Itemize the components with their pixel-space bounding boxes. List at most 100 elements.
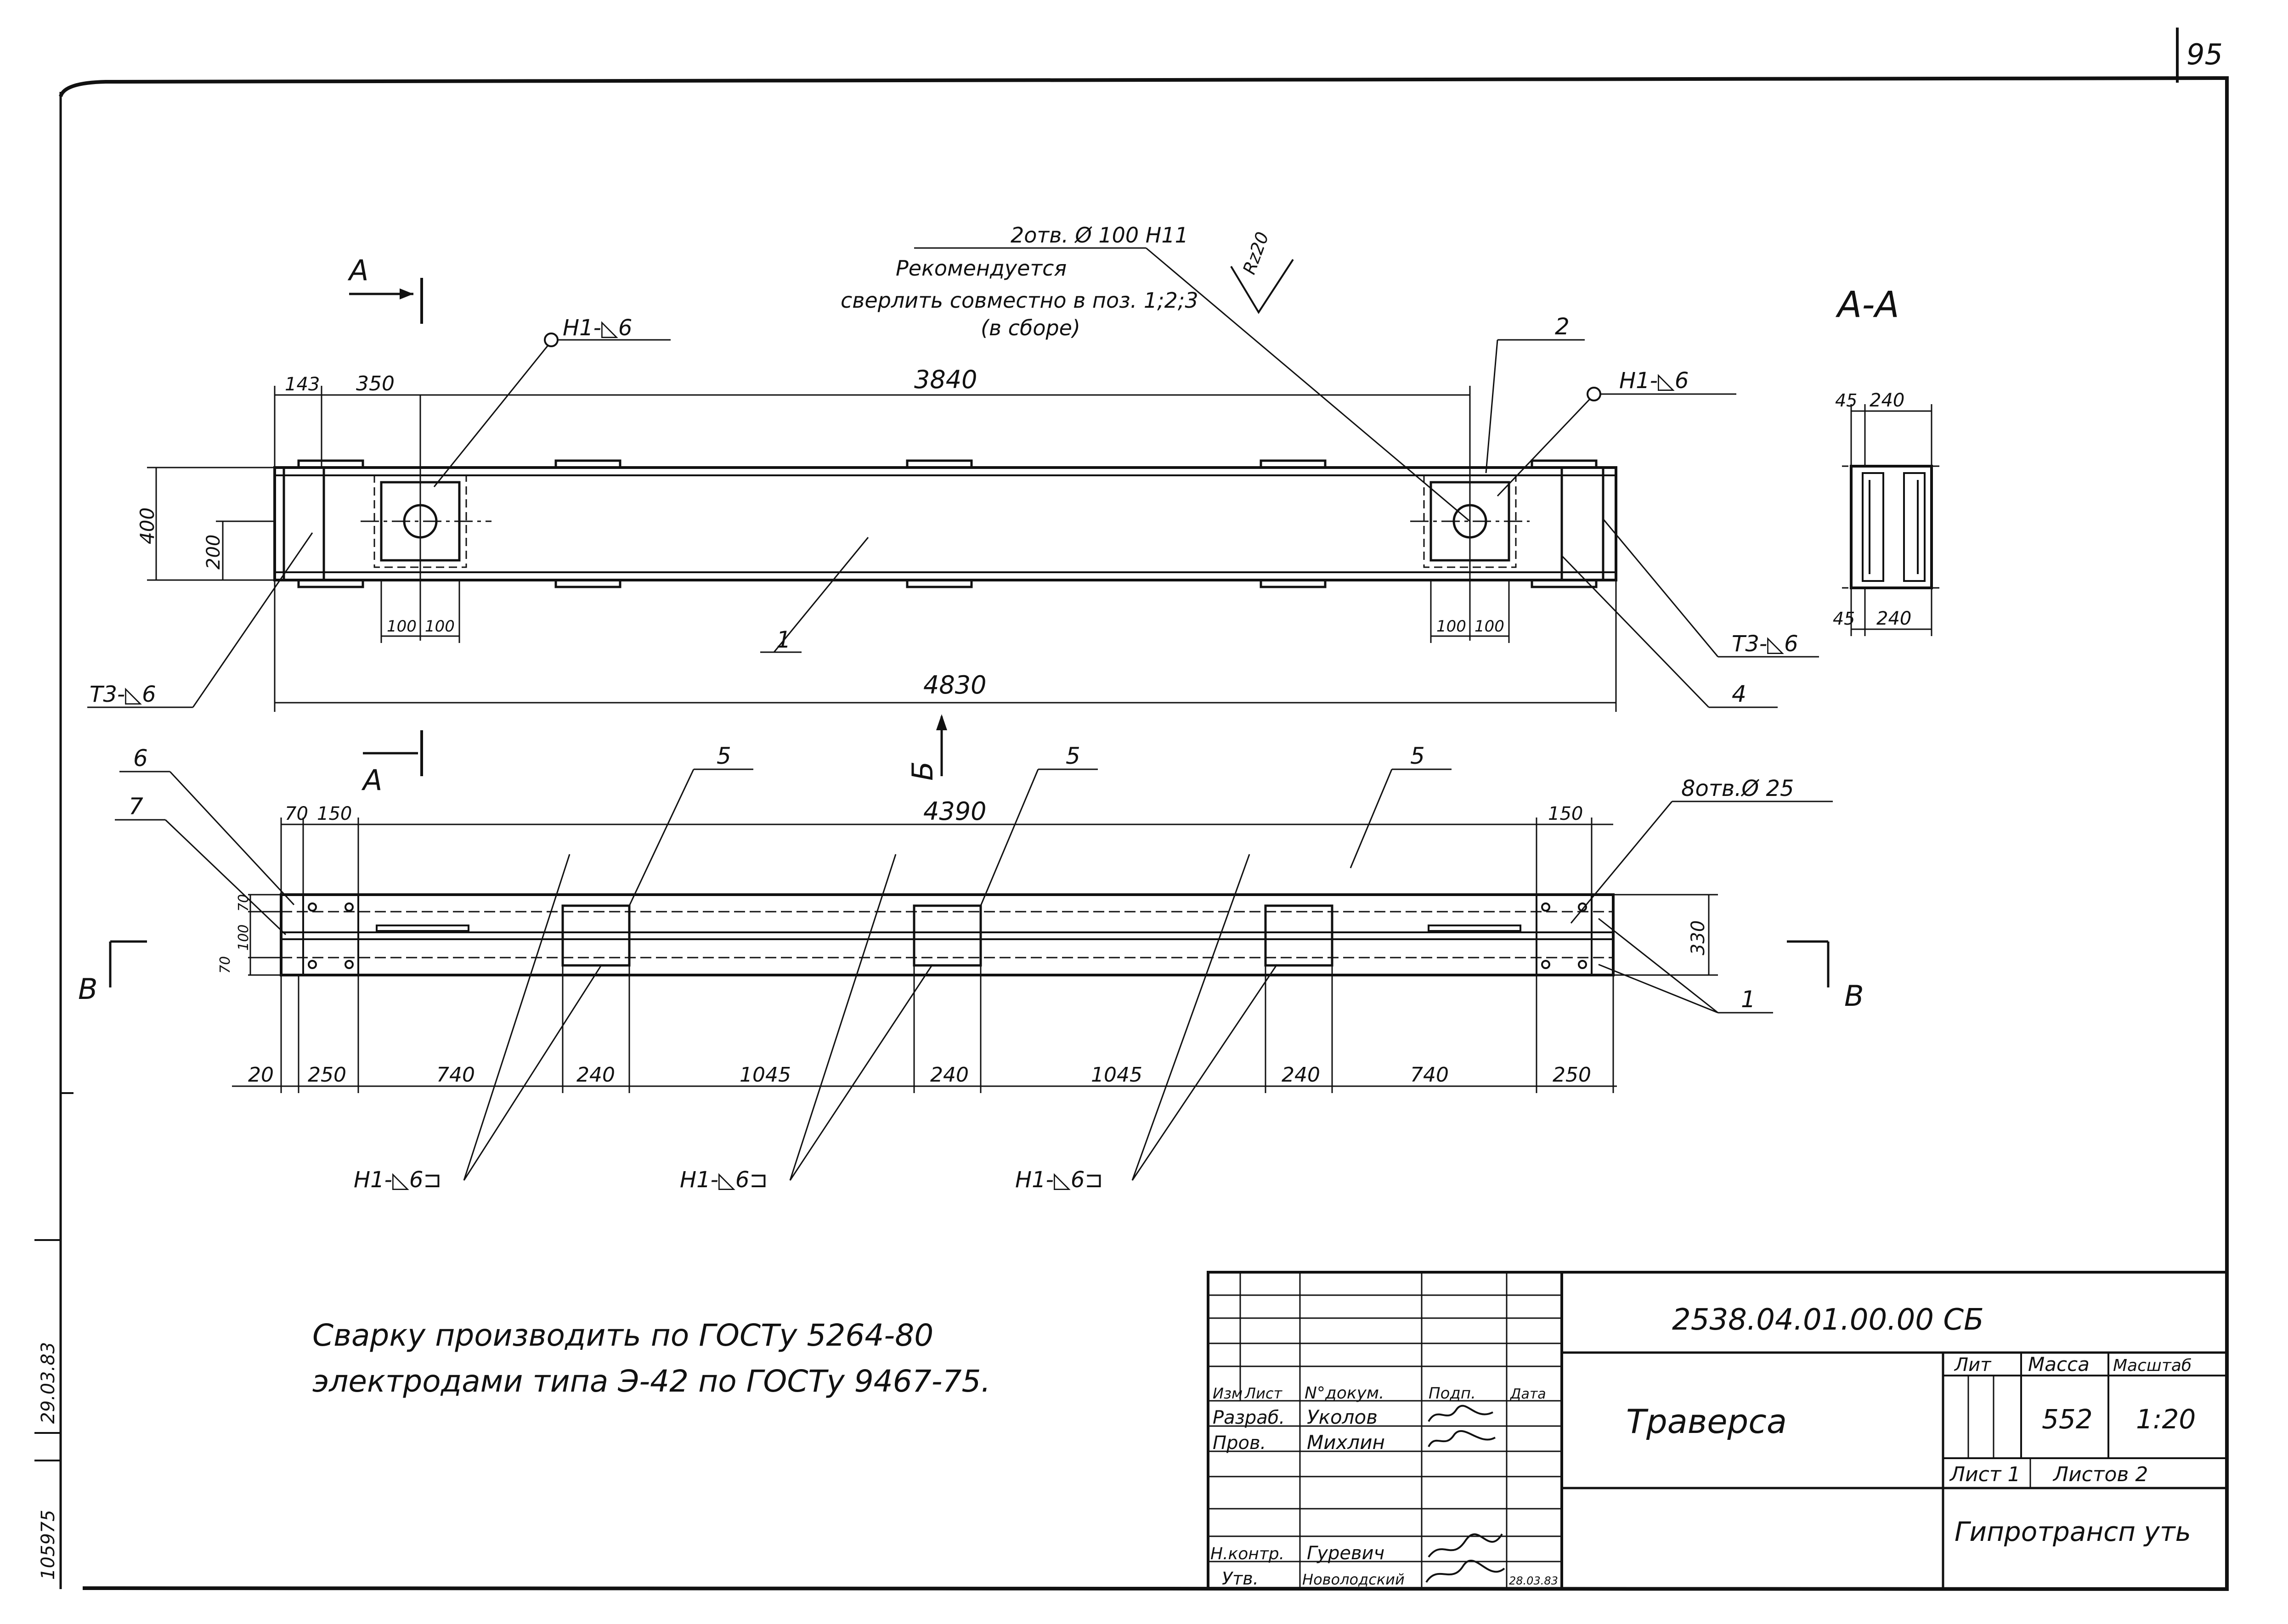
tb-organization: Гипротрансп уть <box>1955 1516 2191 1547</box>
section-title: А-А <box>1835 284 1899 326</box>
aa-dim-top-240: 240 <box>1870 390 1904 411</box>
weld-end-left: Т3-◺6 <box>90 682 156 707</box>
dim-240-3: 240 <box>1282 1063 1320 1087</box>
tb-name-norm: Гуревич <box>1307 1543 1384 1564</box>
bottom-view: 70 150 4390 150 330 70 100 70 20 250 740… <box>115 743 1833 1193</box>
dim-200: 200 <box>203 535 224 570</box>
drill-note-1: Рекомендуется <box>896 256 1067 281</box>
title-block: 2538.04.01.00.00 СБ Траверса Гипротрансп… <box>1207 1271 2228 1590</box>
dim-20: 20 <box>248 1063 274 1087</box>
tb-name: Траверса <box>1626 1402 1787 1441</box>
dim-v70a: 70 <box>236 894 252 912</box>
dim-400: 400 <box>136 508 158 544</box>
drill-note-2: сверлить совместно в поз. 1;2;3 <box>841 288 1198 313</box>
stiffener-1 <box>561 904 631 967</box>
part-1-label-top: 1 <box>776 626 791 653</box>
weld-end-right: Т3-◺6 <box>1732 631 1798 657</box>
note-line-1: Сварку производить по ГОСТу 5264-80 <box>312 1318 933 1353</box>
stiffener-3 <box>1264 904 1333 967</box>
dim-250-left: 250 <box>308 1063 346 1087</box>
section-v-left: В <box>78 972 98 1006</box>
tb-mass: 552 <box>2042 1404 2093 1435</box>
part-1-label-bottom: 1 <box>1741 986 1756 1013</box>
dim-70: 70 <box>285 803 308 824</box>
sheet-frame <box>59 28 2229 1591</box>
tb-col-date: Дата <box>1509 1386 1546 1402</box>
beam-outline-bottom <box>280 893 1615 976</box>
signature-appr <box>1425 1559 1505 1583</box>
aa-dim-top-45: 45 <box>1835 390 1857 411</box>
weld-label-left: Н1-◺6 <box>563 315 632 341</box>
dim-143: 143 <box>285 374 320 395</box>
dim-right-100b: 100 <box>1474 617 1504 636</box>
section-a-a: А-А 45 240 45 240 <box>1833 284 1943 636</box>
stiffener-2 <box>913 904 982 967</box>
tb-col-sign: Подп. <box>1429 1384 1476 1403</box>
holes-note-top: 2отв. Ø 100 Н11 <box>1011 223 1188 248</box>
welding-note: Сварку производить по ГОСТу 5264-80 элек… <box>312 1318 991 1399</box>
dim-240-1: 240 <box>576 1063 615 1087</box>
tb-hdr-mass: Масса <box>2028 1353 2090 1376</box>
beam-outline-top <box>273 466 1617 581</box>
weld-label-right: Н1-◺6 <box>1619 368 1689 394</box>
signature-norm <box>1428 1533 1503 1558</box>
drill-note-3: (в сборе) <box>981 316 1080 340</box>
tb-col-doc: N°докум. <box>1305 1384 1384 1403</box>
tb-designation: 2538.04.01.00.00 СБ <box>1672 1303 1984 1337</box>
part-2-label: 2 <box>1555 313 1570 340</box>
dim-350: 350 <box>356 372 395 395</box>
section-a-top: А <box>347 254 368 287</box>
margin-date: 29.03.83 <box>38 1342 59 1424</box>
dim-330: 330 <box>1688 920 1709 955</box>
dim-150-left: 150 <box>317 803 352 824</box>
signature-check <box>1428 1430 1496 1447</box>
dim-4390: 4390 <box>923 797 986 826</box>
tb-col-izm: Изм <box>1213 1385 1243 1402</box>
section-v-right: В <box>1844 979 1864 1013</box>
part-5b-label: 5 <box>1066 743 1080 769</box>
dim-v100: 100 <box>236 925 252 951</box>
part-5a-label: 5 <box>717 743 731 769</box>
dim-740-right: 740 <box>1410 1063 1449 1087</box>
tb-hdr-scale: Масштаб <box>2113 1356 2192 1375</box>
weld-label-bottom-3: Н1-◺6⊐ <box>1015 1167 1103 1193</box>
section-b-mark: Б <box>906 761 939 781</box>
section-marks: А А Б В В <box>78 254 1864 1013</box>
tb-name-appr: Новолодский <box>1302 1571 1405 1588</box>
tb-appr-date: 28.03.83 <box>1509 1574 1558 1587</box>
signature-dev <box>1428 1404 1493 1422</box>
tb-sheets: Листов 2 <box>2052 1463 2148 1486</box>
weld-label-bottom-1: Н1-◺6⊐ <box>354 1167 442 1193</box>
dim-1045-1: 1045 <box>740 1063 791 1087</box>
holes-note-bottom: 8отв.Ø 25 <box>1681 776 1794 801</box>
section-a-bottom: А <box>361 763 382 797</box>
tb-name-check: Михлин <box>1307 1431 1385 1454</box>
tb-col-list: Лист <box>1244 1385 1282 1402</box>
dim-4830: 4830 <box>923 671 986 699</box>
margin-stamp: 105975 29.03.83 <box>34 1092 73 1580</box>
tb-role-norm: Н.контр. <box>1210 1545 1284 1563</box>
tb-role-dev: Разраб. <box>1213 1407 1285 1428</box>
roughness-mark: Rz20 <box>1239 229 1273 277</box>
sheet-number: 95 <box>2186 38 2223 71</box>
dim-right-100a: 100 <box>1436 617 1466 636</box>
tb-hdr-lit: Лит <box>1954 1354 1992 1376</box>
part-7-label: 7 <box>129 793 143 820</box>
part-6-label: 6 <box>133 745 148 772</box>
dim-3840: 3840 <box>914 365 977 394</box>
part-4-label: 4 <box>1732 681 1746 707</box>
dim-240-2: 240 <box>930 1063 969 1087</box>
dim-left-100a: 100 <box>387 617 417 636</box>
aa-dim-bot-240: 240 <box>1876 608 1911 629</box>
tb-role-appr: Утв. <box>1222 1568 1259 1589</box>
dim-left-100b: 100 <box>425 617 455 636</box>
margin-inventory-number: 105975 <box>38 1510 59 1580</box>
dim-150-right: 150 <box>1548 803 1583 824</box>
tb-sheet: Лист 1 <box>1949 1463 2020 1486</box>
dim-250-right: 250 <box>1553 1063 1591 1087</box>
tb-name-dev: Уколов <box>1307 1406 1378 1428</box>
part-5c-label: 5 <box>1410 743 1425 769</box>
tb-role-check: Пров. <box>1213 1432 1266 1454</box>
tb-scale: 1:20 <box>2136 1404 2196 1435</box>
